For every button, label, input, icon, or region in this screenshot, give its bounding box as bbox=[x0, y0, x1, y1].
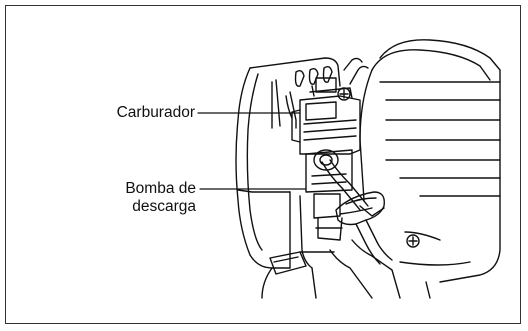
primer-bulb-label-line1: Bomba de bbox=[125, 180, 196, 197]
carburetor bbox=[291, 57, 369, 155]
throttle-grip bbox=[335, 191, 393, 265]
primer-bulb bbox=[305, 149, 353, 241]
figure-frame bbox=[5, 5, 521, 324]
carburetor-label: Carburador bbox=[116, 104, 195, 121]
primer-bulb-label-line2: descarga bbox=[132, 198, 196, 215]
fuel-hose bbox=[321, 159, 369, 211]
primer-bulb-label: Bomba de descarga bbox=[60, 180, 196, 216]
lower-housing bbox=[269, 191, 431, 299]
fuel-tank bbox=[359, 39, 501, 283]
engine-cover bbox=[235, 57, 341, 299]
